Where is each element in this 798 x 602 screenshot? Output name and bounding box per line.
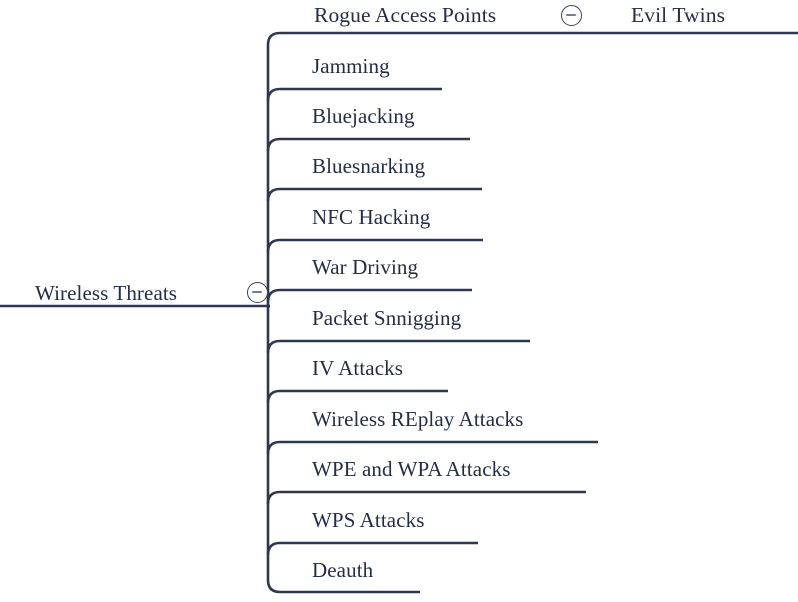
child-connector-4 <box>266 288 472 303</box>
root-collapse-minus-circle-icon[interactable] <box>247 282 268 303</box>
root-node-label[interactable]: Wireless Threats <box>35 281 178 305</box>
top-branch-collapse-minus-circle-icon[interactable] <box>561 5 582 26</box>
child-node-label-0[interactable]: Jamming <box>312 54 390 78</box>
child-connector-0 <box>266 87 442 102</box>
child-node-label-1[interactable]: Bluejacking <box>312 104 415 128</box>
child-node-label-3[interactable]: NFC Hacking <box>312 205 431 229</box>
child-connector-6 <box>266 389 448 404</box>
child-connector-1 <box>266 137 470 152</box>
child-connector-8 <box>266 490 586 505</box>
child-connector-5 <box>266 339 530 354</box>
child-node-label-4[interactable]: War Driving <box>312 255 419 279</box>
child-node-label-7[interactable]: Wireless REplay Attacks <box>312 407 524 431</box>
child-connector-3 <box>266 238 483 253</box>
child-node-label-9[interactable]: WPS Attacks <box>312 508 425 532</box>
child-connector-9 <box>266 541 478 556</box>
child-node-label-5[interactable]: Packet Snnigging <box>312 306 462 330</box>
top-branch-line <box>266 31 798 46</box>
child-node-label-2[interactable]: Bluesnarking <box>312 154 426 178</box>
top-branch-label-0[interactable]: Rogue Access Points <box>314 3 497 27</box>
child-node-label-10[interactable]: Deauth <box>312 558 374 582</box>
child-node-label-6[interactable]: IV Attacks <box>312 356 404 380</box>
child-node-label-8[interactable]: WPE and WPA Attacks <box>312 457 511 481</box>
child-connector-7 <box>266 440 598 455</box>
child-connector-2 <box>266 187 482 202</box>
top-branch-label-1[interactable]: Evil Twins <box>631 3 726 27</box>
